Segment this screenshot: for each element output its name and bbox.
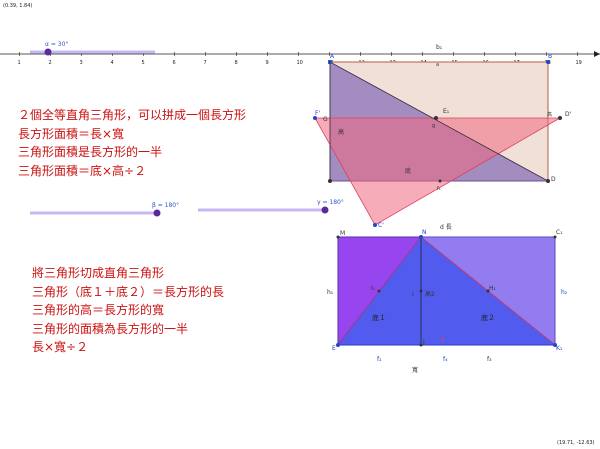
label-f1: f₁ [437, 186, 441, 192]
axis-tick-label: 7 [204, 60, 207, 66]
label-i1: I₁ [371, 285, 376, 292]
explanation-2-line-1: 將三角形切成直角三角形 [32, 266, 165, 280]
label-h2: h₂ [561, 289, 568, 296]
point-b[interactable] [546, 60, 550, 64]
axis-tick-label: 3 [80, 60, 83, 66]
explanation-1-line-4: 三角形面積＝底×高÷２ [18, 163, 147, 178]
label-d-chang: d 長 [440, 224, 452, 231]
axis-tick-label: 6 [173, 60, 176, 66]
point-c[interactable] [328, 179, 332, 183]
label-wu: 寬 [412, 366, 418, 374]
label-h1: h₁ [327, 289, 334, 296]
label-h1-point: H₁ [489, 285, 497, 292]
explanation-2-line-4: 三角形的面積為長方形的一半 [32, 321, 189, 336]
explanation-2-line-5: 長×寬÷２ [32, 340, 89, 354]
explanation-block-1: ２個全等直角三角形，可以拼成一個長方形 長方形面積＝長×寬 三角形面積是長方形的… [18, 106, 246, 180]
explanation-1-line-2: 長方形面積＝長×寬 [18, 126, 125, 141]
slider-beta-knob[interactable] [153, 209, 161, 217]
label-j: J [422, 339, 425, 346]
slider-gamma[interactable]: γ = 180° [198, 199, 344, 214]
axis-tick-label: 2 [49, 60, 52, 66]
point-e[interactable] [336, 343, 340, 347]
view-bottom-right-coordinate: (19.71, -12.63) [557, 440, 595, 446]
point-h1[interactable] [486, 289, 490, 293]
point-n[interactable] [419, 235, 423, 239]
axis-tick-label: 19 [576, 60, 582, 66]
label-gao2: 高2 [425, 290, 435, 298]
point-a[interactable] [328, 60, 332, 64]
label-b1: b₁ [436, 44, 443, 51]
label-di: 底 [405, 167, 411, 175]
explanation-2-line-2: 三角形（底１＋底２）＝長方形的長 [32, 284, 225, 299]
explanation-2-line-3: 三角形的高＝長方形的寬 [32, 303, 165, 317]
label-e1: E₁ [443, 108, 450, 115]
label-c-prime: C' [378, 222, 384, 229]
bottom-rectangle-figure[interactable]: M N C₁ d 長 h₁ h₂ 高2 I₁ I H₁ 底１ 底２ E J K₁… [327, 224, 568, 374]
point-d[interactable] [546, 179, 550, 183]
axis-tick-label: 10 [297, 60, 303, 66]
explanation-block-2: 將三角形切成直角三角形 三角形（底１＋底２）＝長方形的長 三角形的高＝長方形的寬… [32, 264, 224, 357]
slider-gamma-knob[interactable] [321, 206, 329, 214]
axis-tick-label: 5 [142, 60, 145, 66]
axis-tick-label: 4 [111, 60, 114, 66]
point-m[interactable] [336, 235, 340, 239]
label-f2: f₂ [377, 356, 382, 363]
axis-tick-label: 8 [235, 60, 238, 66]
x-axis-arrow-icon [594, 51, 600, 57]
label-m: M [340, 230, 345, 237]
label-di1: 底１ [372, 313, 386, 322]
explanation-1-line-3: 三角形面積是長方形的一半 [18, 145, 163, 159]
axis-tick-label: 9 [266, 60, 269, 66]
label-c1: C₁ [556, 229, 563, 236]
point-c1[interactable] [553, 235, 557, 239]
label-gao: 高 [338, 128, 344, 136]
label-f4: f₄ [443, 356, 448, 363]
label-d: D [551, 176, 556, 183]
label-p: P [441, 337, 445, 344]
label-a: A [330, 53, 335, 60]
label-e: E [332, 345, 336, 352]
point-f1[interactable] [438, 179, 442, 183]
axis-tick-label: 1 [18, 60, 21, 66]
explanation-1-line-1: ２個全等直角三角形，可以拼成一個長方形 [18, 108, 247, 122]
slider-alpha[interactable]: α = 30° [30, 41, 155, 56]
point-f-prime[interactable] [313, 116, 317, 120]
slider-beta[interactable]: β = 180° [30, 202, 179, 217]
point-j[interactable] [419, 343, 423, 347]
label-d-prime: D' [565, 111, 572, 118]
label-f3: f₃ [487, 356, 492, 363]
point-i1[interactable] [377, 289, 381, 293]
point-k1[interactable] [553, 343, 557, 347]
label-g: g [432, 123, 435, 129]
label-n: N [422, 229, 427, 236]
label-b: B [548, 53, 552, 60]
top-rectangle-figure[interactable]: A B b₁ a D' 高 C' E₁ g 高 底 F' D f₁ G [313, 44, 572, 229]
diagonal-line [329, 61, 549, 182]
slider-alpha-knob[interactable] [44, 48, 52, 56]
label-a-lower: a [436, 62, 439, 68]
label-di2: 底２ [481, 313, 495, 322]
slider-gamma-label: γ = 180° [317, 199, 344, 206]
label-f-prime: F' [315, 110, 320, 117]
view-top-left-coordinate: (0.39, 1.84) [3, 3, 33, 9]
point-d-prime[interactable] [558, 116, 562, 120]
label-i: I [412, 291, 414, 298]
slider-alpha-label: α = 30° [45, 41, 68, 48]
label-g-upper: G [323, 116, 328, 123]
point-c-prime[interactable] [373, 223, 377, 227]
slider-beta-label: β = 180° [152, 202, 179, 209]
point-i[interactable] [419, 289, 423, 293]
label-k1: K₁ [556, 345, 563, 352]
label-h-right: 高 [547, 111, 552, 118]
point-g[interactable] [434, 116, 438, 120]
